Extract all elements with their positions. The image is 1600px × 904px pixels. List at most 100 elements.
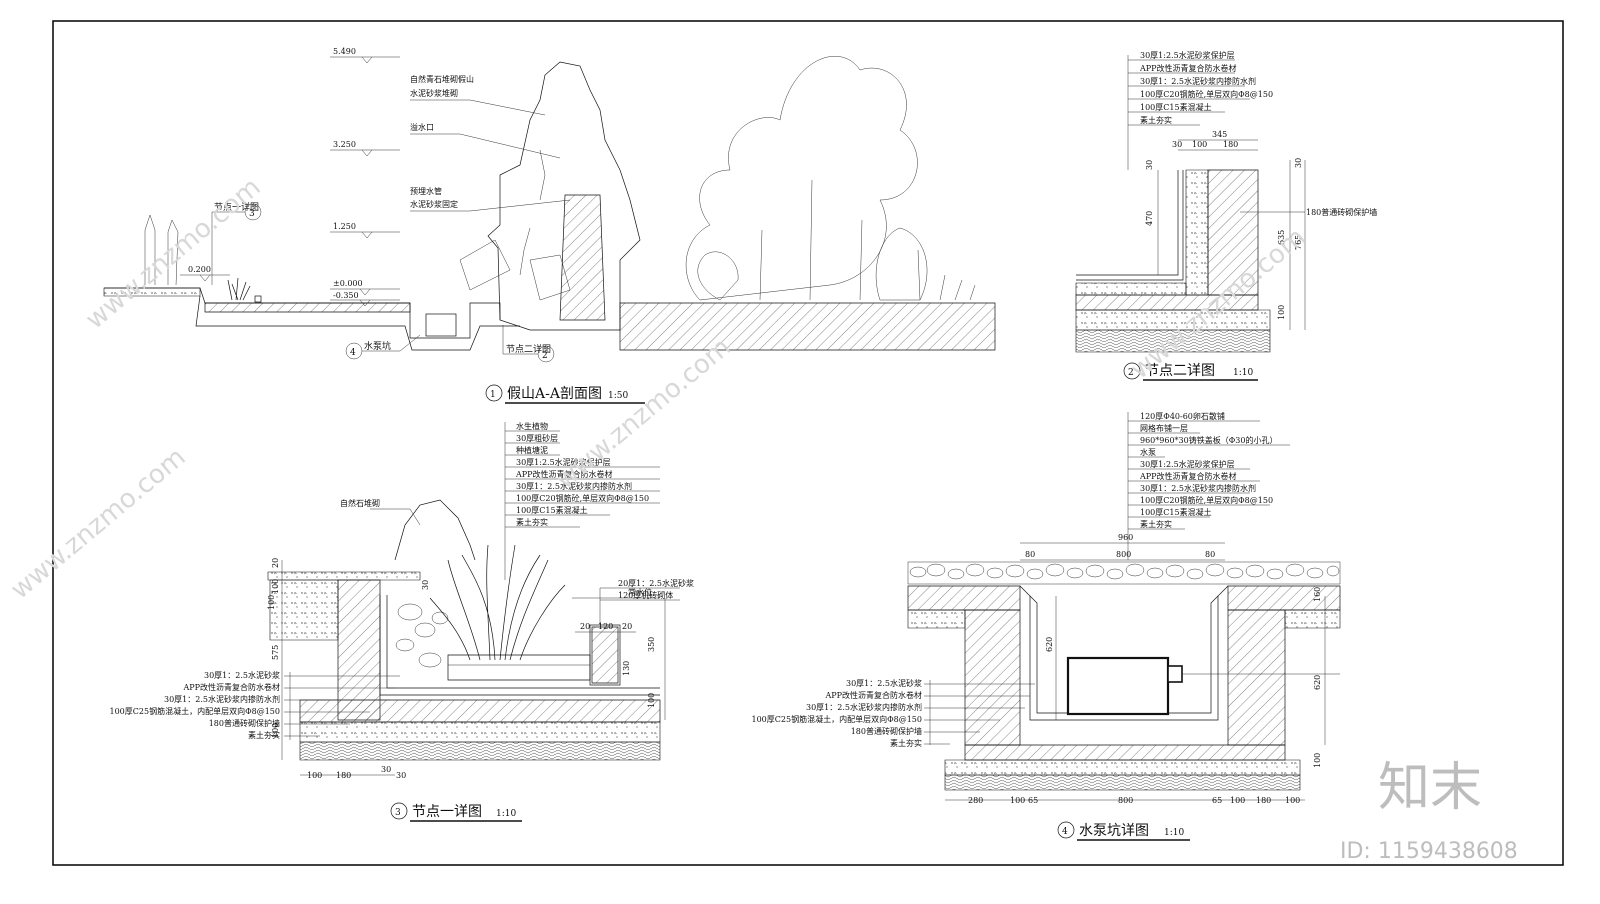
elevation-neg0350: -0.350: [333, 291, 359, 300]
svg-text:100: 100: [1277, 305, 1286, 320]
svg-text:2: 2: [1128, 368, 1134, 378]
svg-text:100: 100: [307, 771, 322, 780]
svg-text:素土夯实: 素土夯实: [890, 738, 922, 748]
label-pipe-1: 预埋水管: [410, 186, 442, 196]
svg-text:80: 80: [1025, 550, 1035, 559]
svg-text:素土夯实: 素土夯实: [1140, 519, 1172, 529]
svg-text:960: 960: [1118, 533, 1133, 542]
svg-text:130: 130: [622, 661, 631, 676]
detail-four-layers: 120厚Φ40-60卵石散铺 网格布铺一层 960*960*30铸铁盖板（Φ30…: [1127, 411, 1290, 560]
svg-text:575: 575: [271, 645, 280, 660]
svg-text:种植塘泥: 种植塘泥: [516, 445, 548, 455]
elevation-3250: 3.250: [333, 140, 356, 149]
section-a-labels: 自然青石堆砌假山 水泥砂浆堆砌 溢水口 预埋水管 水泥砂浆固定: [410, 74, 571, 212]
svg-text:180: 180: [336, 771, 351, 780]
watermark-id: ID: 1159438608: [1340, 839, 1518, 864]
detail-two-title: 2 节点二详图 1:10: [1123, 362, 1258, 381]
watermark-brand: 知末: [1378, 758, 1482, 818]
svg-text:30厚1：2.5水泥砂浆内掺防水剂: 30厚1：2.5水泥砂浆内掺防水剂: [806, 702, 922, 712]
svg-text:1:10: 1:10: [496, 809, 516, 819]
svg-text:1:10: 1:10: [1233, 368, 1253, 378]
detail-one: 水生植物 30厚粗砂层 种植塘泥 30厚1:2.5水泥砂浆保护层 APP改性沥青…: [110, 421, 694, 822]
svg-text:30厚粗砂层: 30厚粗砂层: [516, 433, 558, 443]
svg-text:120厚机砖砌体: 120厚机砖砌体: [618, 590, 673, 600]
svg-text:水泵坑详图: 水泵坑详图: [1079, 823, 1149, 839]
svg-text:素土夯实: 素土夯实: [248, 730, 280, 740]
label-rock-2: 水泥砂浆堆砌: [410, 88, 458, 98]
svg-text:620: 620: [1045, 637, 1054, 652]
svg-text:765: 765: [1294, 235, 1303, 250]
svg-text:160: 160: [1313, 587, 1322, 602]
pebble-layer: [907, 561, 1341, 585]
svg-text:120厚Φ40-60卵石散铺: 120厚Φ40-60卵石散铺: [1140, 411, 1225, 421]
svg-text:800: 800: [1118, 796, 1133, 805]
section-a-title-text: 假山A-A剖面图: [507, 386, 602, 402]
detail-one-left-layers: 30厚1：2.5水泥砂浆 APP改性沥青复合防水卷材 30厚1：2.5水泥砂浆内…: [110, 670, 400, 740]
svg-text:100厚C20钢筋砼,单层双向Φ8@150: 100厚C20钢筋砼,单层双向Φ8@150: [1140, 495, 1273, 505]
svg-text:20: 20: [271, 558, 280, 568]
svg-text:80: 80: [1205, 550, 1215, 559]
detail-one-title: 3 节点一详图 1:10: [390, 802, 522, 822]
svg-text:100厚C15素混凝土: 100厚C15素混凝土: [516, 505, 588, 515]
callout-node1: 节点一详图 3: [211, 201, 262, 285]
svg-text:345: 345: [1212, 130, 1227, 139]
svg-text:120: 120: [598, 622, 613, 631]
svg-text:30厚1：2.5水泥砂浆内掺防水剂: 30厚1：2.5水泥砂浆内掺防水剂: [1140, 483, 1256, 493]
svg-text:350: 350: [647, 637, 656, 652]
svg-text:水泵: 水泵: [1140, 447, 1156, 457]
svg-text:65: 65: [1028, 796, 1038, 805]
svg-text:1: 1: [490, 390, 496, 400]
watermark-site-4: www.znzmo.com: [5, 442, 191, 605]
svg-text:280: 280: [968, 796, 983, 805]
svg-text:30: 30: [1172, 140, 1182, 149]
svg-text:180普通砖砌保护墙: 180普通砖砌保护墙: [209, 718, 280, 728]
svg-text:水泵坑: 水泵坑: [364, 340, 391, 352]
svg-text:3: 3: [395, 808, 401, 818]
svg-text:1:10: 1:10: [1164, 828, 1184, 838]
section-a-scale: 1:50: [608, 391, 628, 401]
detail-four-title: 4 水泵坑详图 1:10: [1057, 821, 1190, 841]
svg-text:30厚1:2.5水泥砂浆保护层: 30厚1:2.5水泥砂浆保护层: [1140, 50, 1235, 60]
detail-two-layers: 30厚1:2.5水泥砂浆保护层 APP改性沥青复合防水卷材 30厚1：2.5水泥…: [1127, 50, 1273, 170]
svg-text:30厚1:2.5水泥砂浆保护层: 30厚1:2.5水泥砂浆保护层: [1140, 459, 1235, 469]
elevation-0000: ±0.000: [333, 279, 363, 288]
svg-text:30厚1:2.5水泥砂浆保护层: 30厚1:2.5水泥砂浆保护层: [516, 457, 611, 467]
watermark-site-2: www.znzmo.com: [550, 332, 736, 495]
svg-text:30厚1：2.5水泥砂浆: 30厚1：2.5水泥砂浆: [204, 670, 280, 680]
svg-text:30厚1：2.5水泥砂浆内掺防水剂: 30厚1：2.5水泥砂浆内掺防水剂: [1140, 76, 1256, 86]
detail-one-water-label: 常水位: [628, 587, 652, 597]
label-pipe-2: 水泥砂浆固定: [410, 199, 458, 209]
section-a-title: 1 假山A-A剖面图 1:50: [485, 384, 645, 404]
svg-text:30: 30: [421, 580, 430, 590]
svg-text:30: 30: [1294, 158, 1303, 168]
svg-text:水生植物: 水生植物: [516, 421, 548, 431]
svg-text:100厚C20钢筋砼,单层双向Φ8@150: 100厚C20钢筋砼,单层双向Φ8@150: [516, 493, 649, 503]
svg-text:20厚1：2.5水泥砂浆: 20厚1：2.5水泥砂浆: [618, 578, 694, 588]
svg-text:180: 180: [1256, 796, 1271, 805]
svg-text:APP改性沥青复合防水卷材: APP改性沥青复合防水卷材: [182, 682, 280, 692]
svg-text:800: 800: [1116, 550, 1131, 559]
svg-text:4: 4: [350, 348, 356, 358]
svg-text:4: 4: [1062, 827, 1068, 837]
detail-four-left-layers: 30厚1：2.5水泥砂浆 APP改性沥青复合防水卷材 30厚1：2.5水泥砂浆内…: [752, 678, 1035, 748]
pump-pit-box: [425, 313, 457, 337]
pump-outlet: [1167, 665, 1183, 683]
elevation-5490: 5.490: [333, 47, 356, 56]
svg-text:30: 30: [1145, 160, 1154, 170]
svg-text:180普通砖砌保护墙: 180普通砖砌保护墙: [851, 726, 922, 736]
detail-one-rock-label: 自然石堆砌: [340, 498, 380, 508]
svg-text:素土夯实: 素土夯实: [516, 517, 548, 527]
trees: [685, 55, 976, 301]
elevation-0200: 0.200: [188, 265, 211, 274]
svg-text:节点一详图: 节点一详图: [214, 201, 259, 213]
svg-text:100厚C15素混凝土: 100厚C15素混凝土: [1140, 507, 1212, 517]
section-a-a: 5.490 3.250 1.250 0.200 ±0.000 -0.350: [103, 47, 996, 404]
svg-text:635: 635: [1277, 230, 1286, 245]
svg-text:节点二详图: 节点二详图: [1145, 363, 1215, 379]
svg-text:20: 20: [622, 622, 632, 631]
svg-text:100: 100: [1313, 753, 1322, 768]
svg-text:3: 3: [249, 209, 255, 219]
svg-text:180: 180: [1223, 140, 1238, 149]
svg-text:APP改性沥青复合防水卷材: APP改性沥青复合防水卷材: [515, 469, 613, 479]
svg-text:100: 100: [1285, 796, 1300, 805]
